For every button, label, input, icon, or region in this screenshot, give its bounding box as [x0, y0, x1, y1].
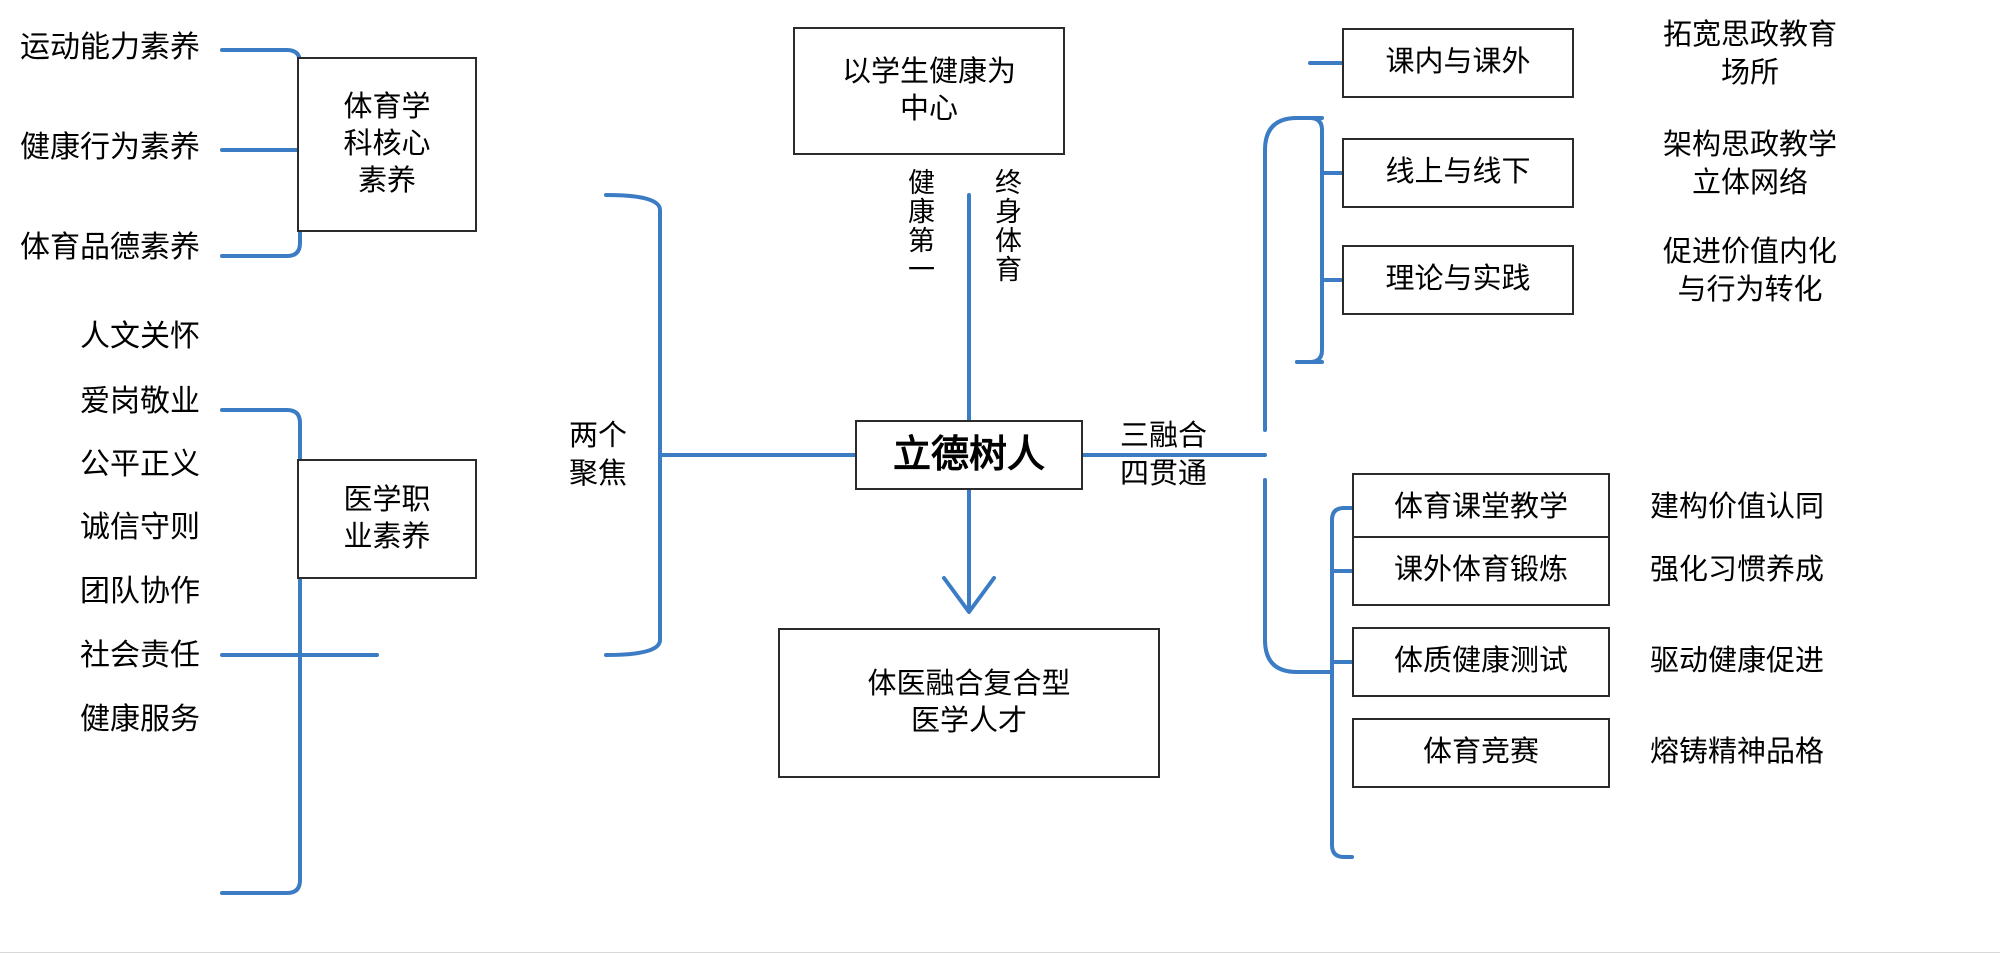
box-through-3[interactable]: 体育竞赛: [1352, 718, 1610, 788]
medical-item-0: 人文关怀: [80, 320, 200, 353]
box-through-2[interactable]: 体质健康测试: [1352, 627, 1610, 697]
box-lide-shuren[interactable]: 立德树人: [855, 420, 1083, 490]
sports-item-0: 运动能力素养: [20, 31, 200, 64]
box-fusion-1[interactable]: 线上与线下: [1342, 138, 1574, 208]
outcome-fusion-1: 架构思政教学 立体网络: [1662, 129, 1837, 199]
box-through-1[interactable]: 课外体育锻炼: [1352, 536, 1610, 606]
sports-item-2: 体育品德素养: [20, 231, 200, 264]
medical-item-5: 社会责任: [80, 639, 200, 672]
outcome-fusion-0: 拓宽思政教育 场所: [1662, 19, 1837, 89]
outcome-through-2: 驱动健康促进: [1650, 645, 1825, 677]
outcome-through-3: 熔铸精神品格: [1650, 736, 1825, 768]
outcome-through-1: 强化习惯养成: [1650, 554, 1825, 586]
medical-item-6: 健康服务: [80, 703, 200, 736]
medical-item-2: 公平正义: [80, 448, 200, 481]
medical-item-4: 团队协作: [80, 575, 200, 608]
label-two-focuses: 两个 聚焦: [568, 420, 627, 490]
box-fusion-0[interactable]: 课内与课外: [1342, 28, 1574, 98]
vertical-label-lifelong-sports: 终身体育: [991, 168, 1021, 284]
box-fusion-2[interactable]: 理论与实践: [1342, 245, 1574, 315]
box-sports-core-literacy[interactable]: 体育学 科核心 素养: [297, 57, 477, 232]
medical-item-1: 爱岗敬业: [80, 385, 200, 418]
box-medical-professional-literacy[interactable]: 医学职 业素养: [297, 459, 477, 579]
box-through-0[interactable]: 体育课堂教学: [1352, 473, 1610, 543]
label-three-fusions-four-throughs: 三融合 四贯通: [1119, 420, 1207, 490]
box-student-health-center[interactable]: 以学生健康为 中心: [793, 27, 1065, 155]
outcome-fusion-2: 促进价值内化 与行为转化: [1662, 236, 1837, 306]
box-composite-medical-talent[interactable]: 体医融合复合型 医学人才: [778, 628, 1160, 778]
medical-item-3: 诚信守则: [80, 511, 200, 544]
outcome-through-0: 建构价值认同: [1650, 491, 1825, 523]
sports-item-1: 健康行为素养: [20, 131, 200, 164]
vertical-label-health-first: 健康第一: [904, 168, 934, 284]
